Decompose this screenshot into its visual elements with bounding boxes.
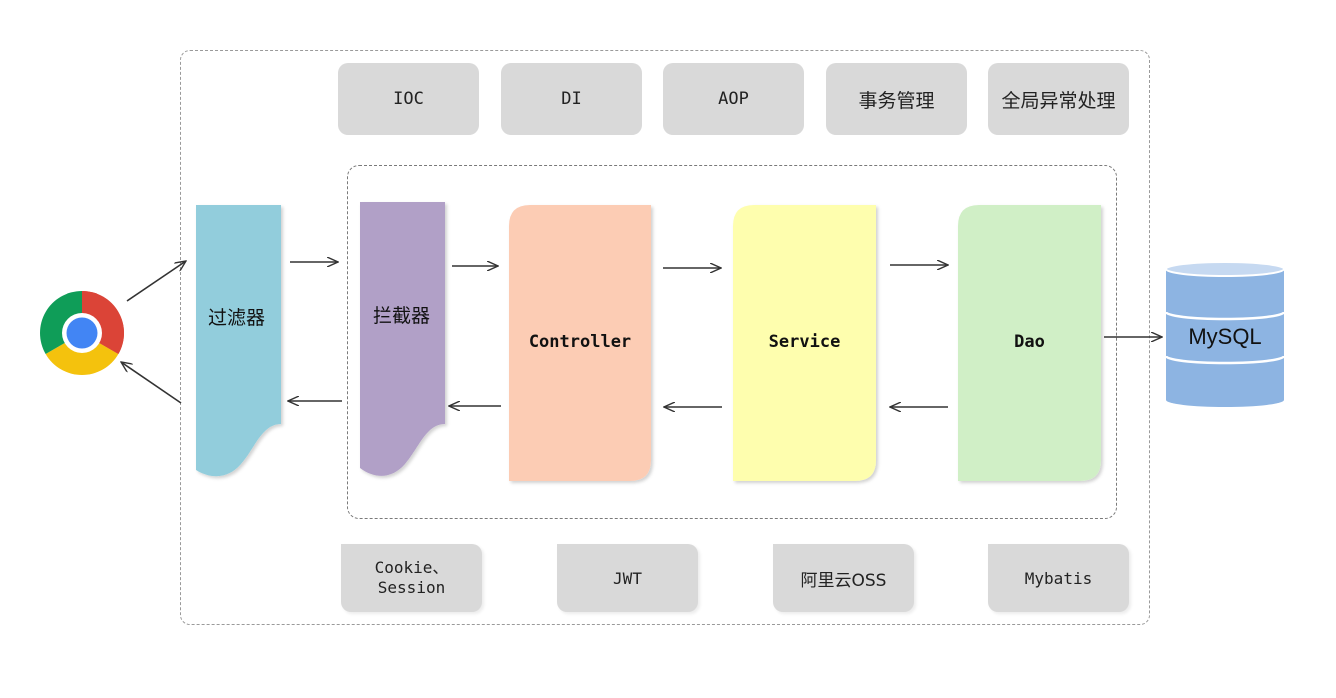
global-exception-pill: 全局异常处理: [988, 63, 1129, 135]
controller-shape: [509, 205, 651, 481]
controller-label: Controller: [528, 332, 632, 352]
session-label: Session: [377, 578, 446, 597]
aop-label: AOP: [718, 89, 749, 109]
ioc-label: IOC: [393, 89, 424, 109]
transaction-label: 事务管理: [858, 89, 935, 112]
dao-shape: [958, 205, 1101, 481]
mybatis-label: Mybatis: [1024, 568, 1093, 588]
aop-pill: AOP: [663, 63, 804, 135]
database-label: MySQL: [1188, 324, 1262, 349]
global-exception-label: 全局异常处理: [1001, 89, 1116, 112]
interceptor-label: 拦截器: [373, 305, 431, 327]
mybatis-pill: Mybatis: [988, 544, 1129, 612]
di-label: DI: [561, 89, 582, 109]
jwt-label: JWT: [613, 568, 642, 588]
inner-pipeline-frame: [347, 165, 1117, 519]
filter-label: 过滤器: [208, 307, 266, 329]
aliyun-oss-label: 阿里云OSS: [800, 570, 887, 591]
arrow-browser-to-filter: [126, 261, 186, 302]
transaction-pill: 事务管理: [826, 63, 967, 135]
service-label: Service: [768, 332, 841, 352]
ioc-pill: IOC: [338, 63, 479, 135]
database-icon: [1164, 261, 1286, 407]
interceptor-shape: [360, 202, 445, 476]
dao-label: Dao: [1014, 332, 1045, 352]
jwt-pill: JWT: [557, 544, 698, 612]
aliyun-oss-pill: 阿里云OSS: [773, 544, 914, 612]
di-pill: DI: [501, 63, 642, 135]
cookie-label: Cookie、: [374, 558, 449, 577]
chrome-browser-icon: [40, 291, 124, 375]
filter-shape: [196, 205, 281, 477]
service-shape: [733, 205, 876, 481]
arrow-filter-to-browser: [121, 362, 182, 404]
cookie-session-pill: Cookie、 Session: [341, 544, 482, 612]
